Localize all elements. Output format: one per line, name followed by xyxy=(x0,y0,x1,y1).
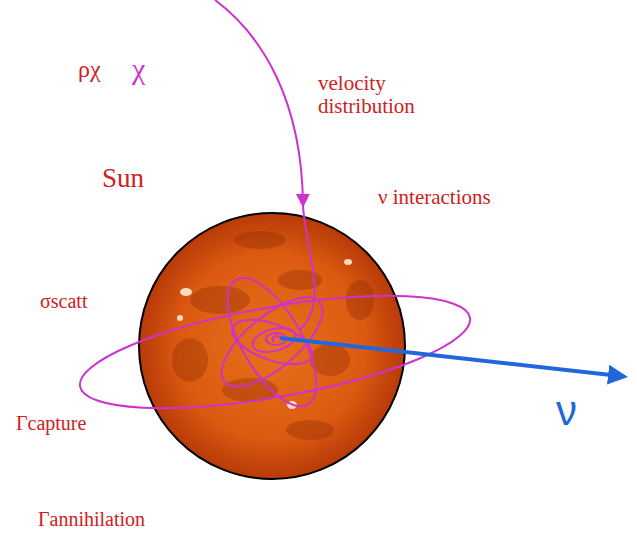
interaction-label: ν interactions xyxy=(378,186,491,209)
neutrino-symbol: ν xyxy=(556,388,577,434)
velocity-label: velocity distribution xyxy=(318,72,468,118)
annihilation-rate-label: Γannihilation xyxy=(38,508,145,530)
neutrino-arrow xyxy=(280,338,620,376)
particle-symbol: χ xyxy=(132,52,145,85)
wimp-orbits xyxy=(72,0,478,431)
density-symbol: ρχ xyxy=(78,56,101,82)
cross-section-label: σscatt xyxy=(40,290,87,312)
capture-rate-label: Γcapture xyxy=(16,412,86,434)
sun-label: Sun xyxy=(102,164,144,194)
